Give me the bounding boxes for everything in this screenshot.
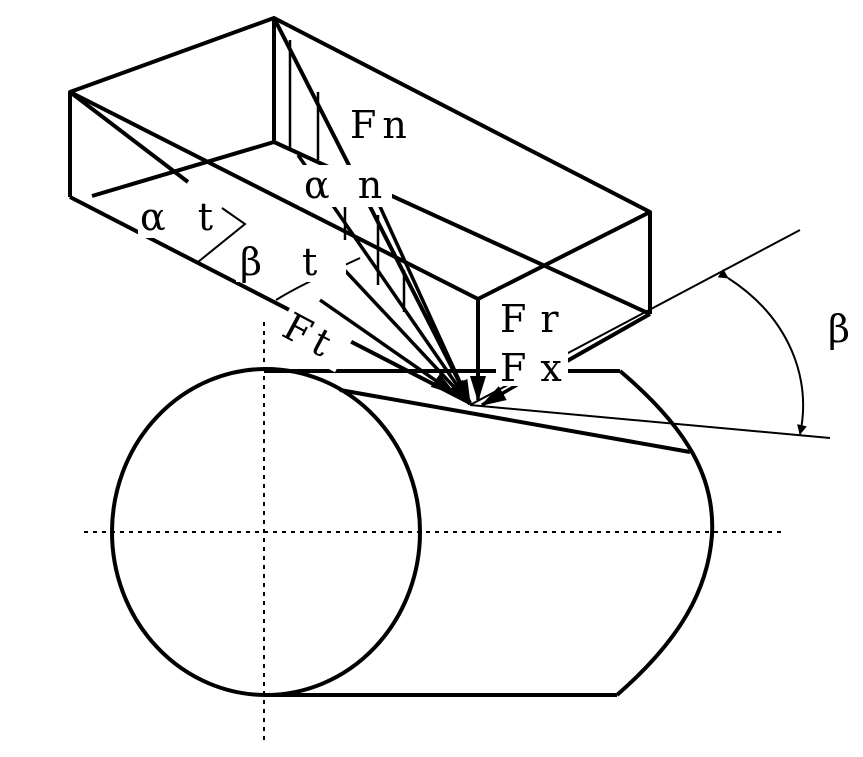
label-fx: Fx [500,346,576,390]
tool-back-bottom [91,140,275,198]
force-fx-line [480,383,518,407]
construction-line-1 [68,90,190,184]
label-fr: Fr [500,297,573,341]
label-alpha-t: α t [140,195,223,239]
centre-lines [84,322,783,740]
cut-chip-line [339,388,691,454]
alpha-t-angle-mark [197,207,247,263]
force-alpha-n-line [375,199,472,406]
beta-angle-arc [717,268,807,435]
tool-edge-bottom-right [559,312,651,367]
construction-line-2 [272,17,472,404]
force-vectors [296,154,518,407]
tool-edge-bottom-left [69,195,471,405]
label-alpha-n: α n [304,163,390,207]
force-ft-line [319,298,457,396]
contact-lines [339,229,831,454]
label-beta-t: β t [240,240,331,284]
label-fn: Fn [350,103,413,147]
label-beta: β [828,307,850,351]
labels: Fn α n α t β t Ft Fr Fx β [138,100,850,390]
